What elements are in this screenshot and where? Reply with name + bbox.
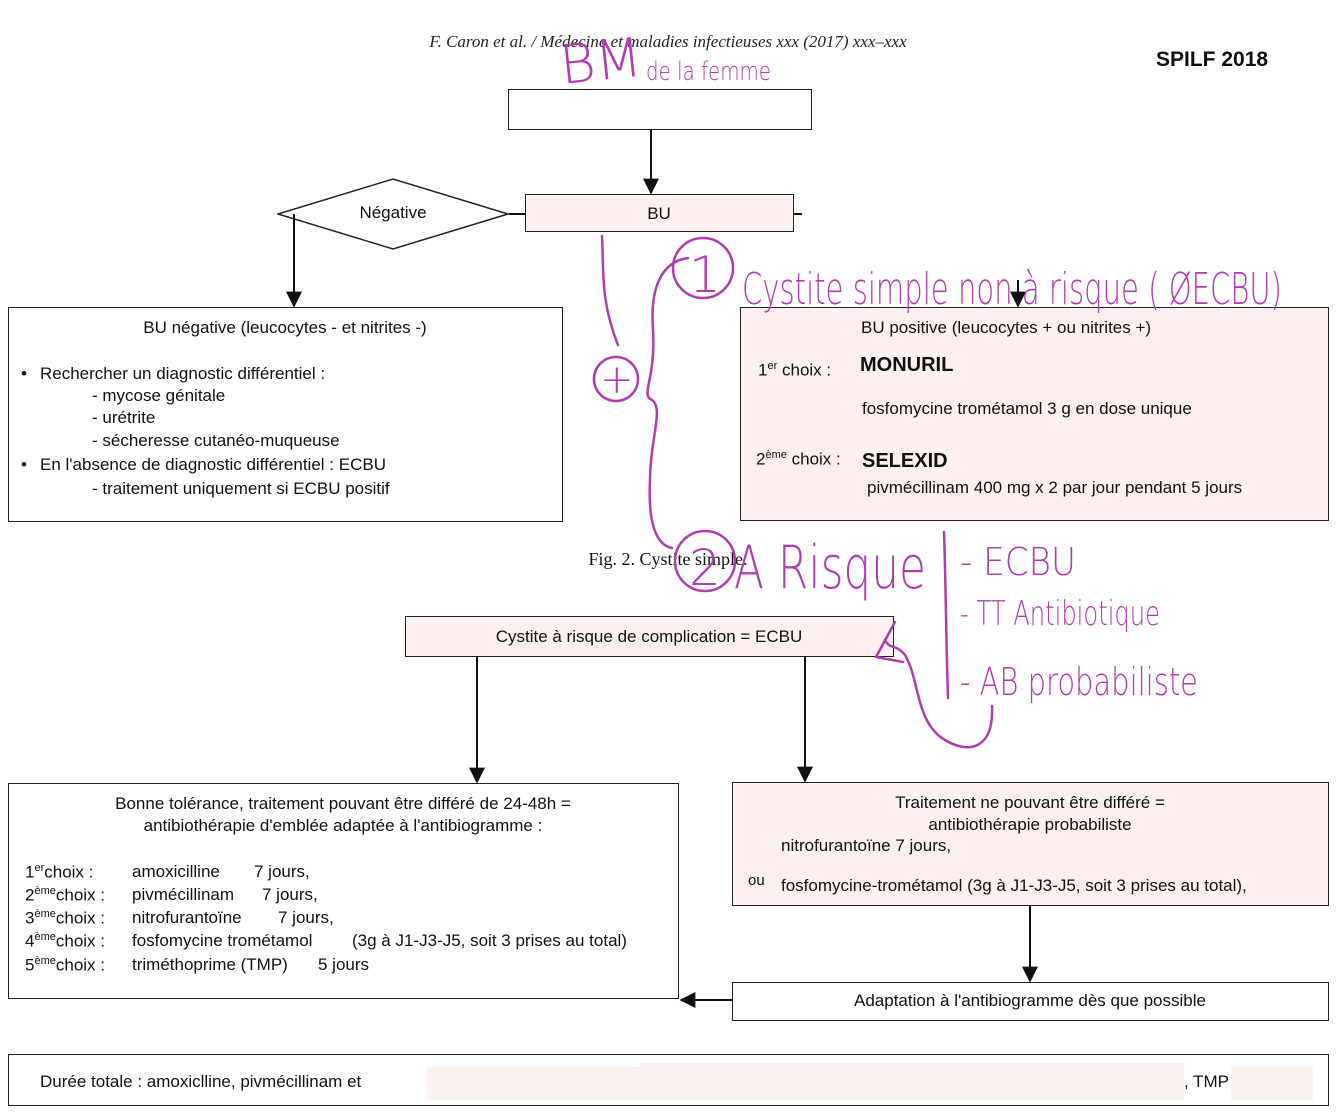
redacted-area-1 xyxy=(427,1067,639,1100)
handwritten-title-a: BM xyxy=(557,26,645,97)
empty-top-box xyxy=(508,89,812,130)
or-label: ou xyxy=(748,872,765,889)
deferred-line-1: Bonne tolérance, traitement pouvant être… xyxy=(115,794,571,813)
differential-item: - sécheresse cutanéo-muqueuse xyxy=(92,431,340,450)
negative-label: Négative xyxy=(359,203,427,222)
choice-detail: 7 jours, xyxy=(254,862,310,881)
list-item-antibiotic: - TT Antibiotique xyxy=(960,594,1160,634)
list-bar xyxy=(942,530,950,700)
choice-rank-label: 2èmechoix : xyxy=(25,885,106,905)
monuril-detail: fosfomycine trométamol 3 g en dose uniqu… xyxy=(862,399,1192,418)
choice-drug: triméthoprime (TMP) xyxy=(132,955,288,974)
branch-1-circle xyxy=(671,236,735,300)
choice-detail: 7 jours, xyxy=(262,885,318,904)
choice-1-label: 1er choix : xyxy=(758,360,832,380)
list-item-ecbu: - ECBU xyxy=(960,540,1076,584)
choice-rank-label: 3èmechoix : xyxy=(25,908,106,928)
negative-decision: Négative xyxy=(275,178,511,250)
handwritten-pointer xyxy=(883,638,994,749)
figure-caption: Fig. 2. Cystite simple. xyxy=(588,549,748,569)
positive-result-box: BU positive (leucocytes + ou nitrites +)… xyxy=(740,307,1329,521)
choice-detail: 5 jours xyxy=(318,955,370,974)
plus-circle xyxy=(592,355,640,403)
choice-rank-label: 1erchoix : xyxy=(25,862,94,882)
differential-item: - traitement uniquement si ECBU positif xyxy=(92,479,390,498)
selexid-drug: SELEXID xyxy=(862,450,948,472)
decision-diamond xyxy=(275,178,511,250)
duration-tmp: , TMP xyxy=(1184,1072,1230,1091)
spilf-stamp: SPILF 2018 xyxy=(1156,48,1269,71)
choice-detail: (3g à J1-J3-J5, soit 3 prises au total) xyxy=(352,931,627,950)
redacted-area-2 xyxy=(639,1063,1184,1100)
bu-box: BU xyxy=(525,194,794,232)
redacted-area-3 xyxy=(1231,1067,1313,1100)
probabilistic-line-3: nitrofurantoïne 7 jours, xyxy=(781,836,952,855)
branch-1-number: 1 xyxy=(689,246,721,304)
deferred-line-2: antibiothérapie d'emblée adaptée à l'ant… xyxy=(143,816,543,835)
handwritten-arrowhead xyxy=(874,620,905,664)
handwritten-bracket-line xyxy=(600,234,620,347)
adaptation-label: Adaptation à l'antibiogramme dès que pos… xyxy=(854,991,1206,1010)
choice-drug: fosfomycine trométamol xyxy=(132,931,313,950)
negative-result-box: BU négative (leucocytes - et nitrites -)… xyxy=(8,307,563,522)
choice-rank-label: 4èmechoix : xyxy=(25,931,106,951)
total-duration-box: Durée totale : amoxiclline, pivmécillina… xyxy=(8,1054,1329,1106)
branch-2-number: 2 xyxy=(689,539,721,597)
adaptation-box: Adaptation à l'antibiogramme dès que pos… xyxy=(732,982,1329,1021)
bullet-dot-1: • xyxy=(21,364,27,383)
deferred-treatment-box: Bonne tolérance, traitement pouvant être… xyxy=(8,783,679,999)
no-differential-heading: En l'absence de diagnostic différentiel … xyxy=(40,455,386,474)
choice-drug: nitrofurantoïne xyxy=(132,908,242,927)
choice-2-label: 2ème choix : xyxy=(756,449,841,469)
probabilistic-line-2: antibiothérapie probabiliste xyxy=(928,815,1132,834)
differential-item: - mycose génitale xyxy=(92,386,226,405)
selexid-detail: pivmécillinam 400 mg x 2 par jour pendan… xyxy=(867,478,1243,497)
bullet-dot-2: • xyxy=(21,455,27,474)
risk-cystitis-box: Cystite à risque de complication = ECBU xyxy=(405,616,894,657)
monuril-drug: MONURIL xyxy=(860,354,954,376)
differential-heading: Rechercher un diagnostic différentiel : xyxy=(40,364,326,383)
positive-title: BU positive (leucocytes + ou nitrites +) xyxy=(861,318,1152,337)
choice-drug: amoxicilline xyxy=(132,862,220,881)
branch-2-circle xyxy=(673,529,737,593)
branch-2-annotation: A Risque xyxy=(734,533,926,603)
negative-title: BU négative (leucocytes - et nitrites -) xyxy=(143,318,427,337)
probabilistic-line-1: Traitement ne pouvant être différé = xyxy=(895,793,1165,812)
duration-label: Durée totale : amoxiclline, pivmécillina… xyxy=(40,1072,362,1091)
bu-label: BU xyxy=(647,204,671,223)
branch-1-annotation: Cystite simple non à risque ( ØECBU) xyxy=(742,264,1282,315)
risk-cystitis-label: Cystite à risque de complication = ECBU xyxy=(495,627,803,646)
choice-detail: 7 jours, xyxy=(278,908,334,927)
list-item-probabilistic: - AB probabiliste xyxy=(960,660,1198,704)
handwritten-brace xyxy=(646,256,690,550)
differential-item: - urétrite xyxy=(92,408,156,427)
handwritten-plus: + xyxy=(600,357,634,403)
handwritten-title-b: de la femme xyxy=(646,57,771,87)
probabilistic-line-4: fosfomycine-trométamol (3g à J1-J3-J5, s… xyxy=(781,876,1247,895)
probabilistic-treatment-box: Traitement ne pouvant être différé = ant… xyxy=(732,782,1329,906)
citation-header: F. Caron et al. / Médecine et maladies i… xyxy=(429,32,907,51)
choice-rank-label: 5èmechoix : xyxy=(25,955,106,975)
choice-drug: pivmécillinam xyxy=(132,885,235,904)
